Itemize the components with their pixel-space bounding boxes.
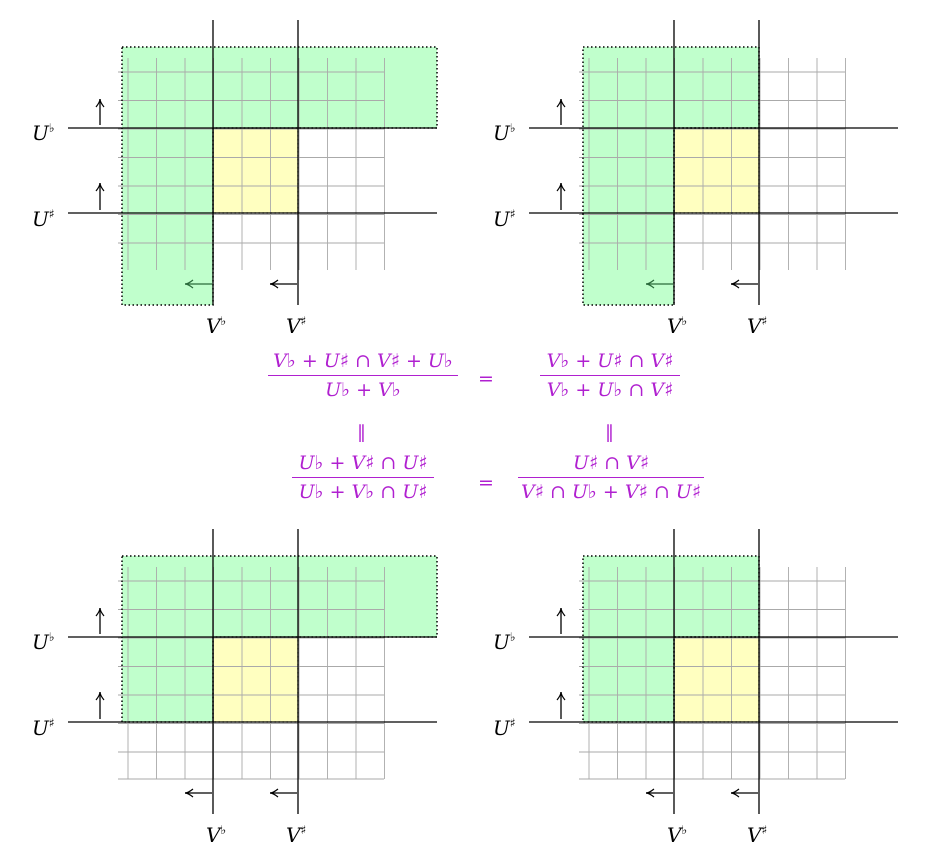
panel-tl: U♭ U♯ V♭ V♯ [32,20,438,338]
fraction-bottom-left: U♭ + V♯ ∩ U♯ U♭ + V♭ ∩ U♯ [292,452,434,503]
label-V-flat: V♭ [667,823,687,847]
panel-br: U♭ U♯ V♭ V♯ [493,529,898,847]
equals-sign-bottom: = [478,472,494,494]
label-U-sharp: U♯ [493,716,516,740]
label-V-flat: V♭ [206,314,226,338]
arrow-left-V-flat [645,279,673,289]
fraction-top-right-denominator: V♭ + U♭ ∩ V♯ [546,379,674,401]
yellow-region [213,637,298,722]
fraction-top-right: V♭ + U♯ ∩ V♯ V♭ + U♭ ∩ V♯ [540,350,680,401]
arrow-head [556,182,566,192]
label-V-flat: V♭ [206,823,226,847]
grid [118,567,385,780]
grid [118,58,385,270]
label-V-sharp: V♯ [747,823,767,847]
yellow-region [213,128,298,213]
arrow-left-V-sharp [269,279,297,289]
arrow-head [730,788,740,798]
label-U-sharp: U♯ [32,716,55,740]
label-U-sharp: U♯ [32,207,55,231]
arrow-left-V-flat [645,788,673,798]
panel-bl: U♭ U♯ V♭ V♯ [32,529,438,847]
label-U-flat: U♭ [493,630,516,654]
yellow-region [674,637,759,722]
label-V-flat: V♭ [667,314,687,338]
arrow-up-U-sharp [95,691,105,719]
arrow-head [645,279,655,289]
label-V-sharp: V♯ [747,314,767,338]
arrow-head [95,182,105,192]
arrow-left-V-flat [184,788,212,798]
parallel-sign-right: ‖ [605,422,614,443]
label-U-flat: U♭ [32,630,55,654]
axes [529,529,898,814]
arrow-head [184,279,194,289]
fraction-bottom-left-numerator: U♭ + V♯ ∩ U♯ [298,452,428,474]
fraction-bottom-right-denominator: V♯ ∩ U♭ + V♯ ∩ U♯ [521,481,702,503]
fraction-bar [518,477,704,478]
label-U-flat: U♭ [32,121,55,145]
fraction-bar [292,477,434,478]
arrow-left-V-sharp [730,788,758,798]
fraction-bottom-right-numerator: U♯ ∩ V♯ [572,452,650,474]
arrow-head [184,788,194,798]
yellow-region [674,128,759,213]
grid [579,58,846,270]
arrow-up-U-flat [556,607,566,634]
arrow-head [269,279,279,289]
arrow-head [95,98,105,108]
arrow-head [556,691,566,701]
arrow-up-U-sharp [556,691,566,719]
arrow-up-U-flat [95,98,105,125]
arrow-head [645,788,655,798]
fraction-bar [268,375,458,376]
fraction-top-left-denominator: U♭ + V♭ [325,379,401,401]
panel-tr: U♭ U♯ V♭ V♯ [493,20,898,338]
label-U-sharp: U♯ [493,207,516,231]
axes [68,529,437,814]
parallel-sign-left: ‖ [357,422,366,443]
fraction-top-left-numerator: V♭ + U♯ ∩ V♯ + U♭ [273,350,453,372]
green-region [583,556,759,722]
arrow-head [556,607,566,617]
axes [529,20,898,305]
label-V-sharp: V♯ [286,314,306,338]
arrow-left-V-sharp [730,279,758,289]
green-region [583,47,759,305]
arrow-up-U-sharp [556,182,566,210]
grid [579,567,846,780]
equals-sign-top: = [478,368,494,390]
fraction-bottom-left-denominator: U♭ + V♭ ∩ U♯ [298,481,428,503]
label-V-sharp: V♯ [286,823,306,847]
fraction-top-left: V♭ + U♯ ∩ V♯ + U♭ U♭ + V♭ [268,350,458,401]
arrow-head [730,279,740,289]
green-region [122,47,437,305]
fraction-bar [540,375,680,376]
green-region [122,556,437,722]
arrow-head [95,691,105,701]
arrow-head [269,788,279,798]
arrow-left-V-sharp [269,788,297,798]
arrow-head [95,607,105,617]
arrow-head [556,98,566,108]
fraction-bottom-right: U♯ ∩ V♯ V♯ ∩ U♭ + V♯ ∩ U♯ [518,452,704,503]
fraction-top-right-numerator: V♭ + U♯ ∩ V♯ [546,350,674,372]
axes [68,20,437,305]
arrow-left-V-flat [184,279,212,289]
label-U-flat: U♭ [493,121,516,145]
arrow-up-U-sharp [95,182,105,210]
arrow-up-U-flat [95,607,105,634]
arrow-up-U-flat [556,98,566,125]
